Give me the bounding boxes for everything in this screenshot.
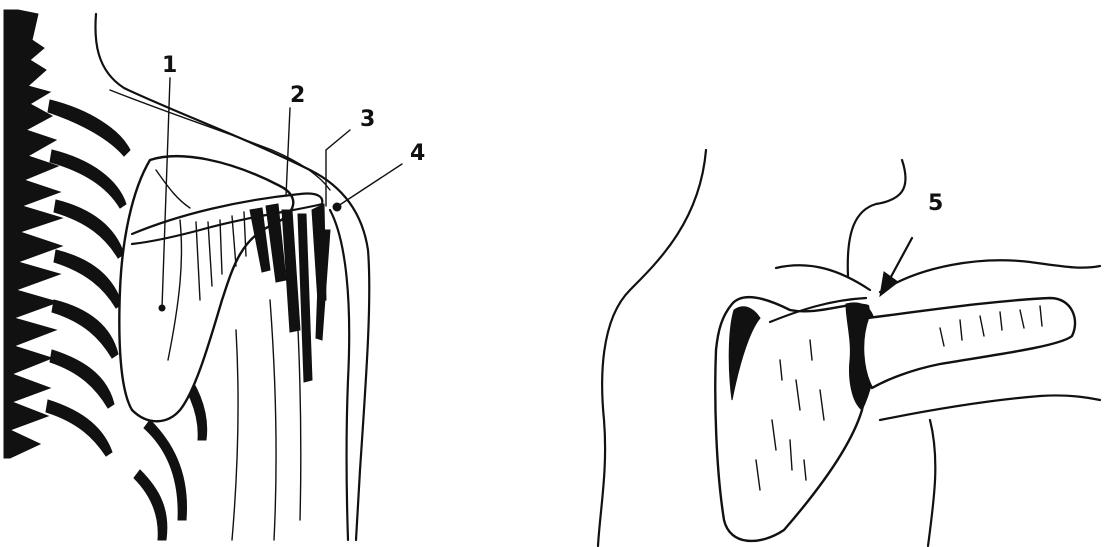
arm-lower-outline (880, 395, 1100, 420)
side-line (928, 420, 935, 546)
label-4: 4 (410, 141, 425, 166)
humerus (863, 298, 1075, 388)
leader-line-2 (286, 108, 290, 196)
arm-outline (330, 210, 349, 540)
right-panel-joint-view: 5 (598, 150, 1100, 546)
left-panel-posterior-view: 1 2 3 4 (4, 10, 425, 540)
leader-dot-4 (333, 203, 341, 211)
shoulder-outline (776, 260, 1100, 292)
neck-line (848, 160, 906, 276)
arrow-5-head (880, 272, 898, 296)
leader-line-3 (326, 130, 350, 206)
leader-line-4 (338, 164, 402, 206)
leader-dot-1 (159, 305, 165, 311)
label-2: 2 (290, 83, 305, 108)
label-3: 3 (360, 107, 375, 132)
label-1: 1 (162, 53, 177, 78)
label-5: 5 (928, 191, 943, 216)
scapula (119, 156, 293, 421)
torso-outline (598, 150, 706, 546)
